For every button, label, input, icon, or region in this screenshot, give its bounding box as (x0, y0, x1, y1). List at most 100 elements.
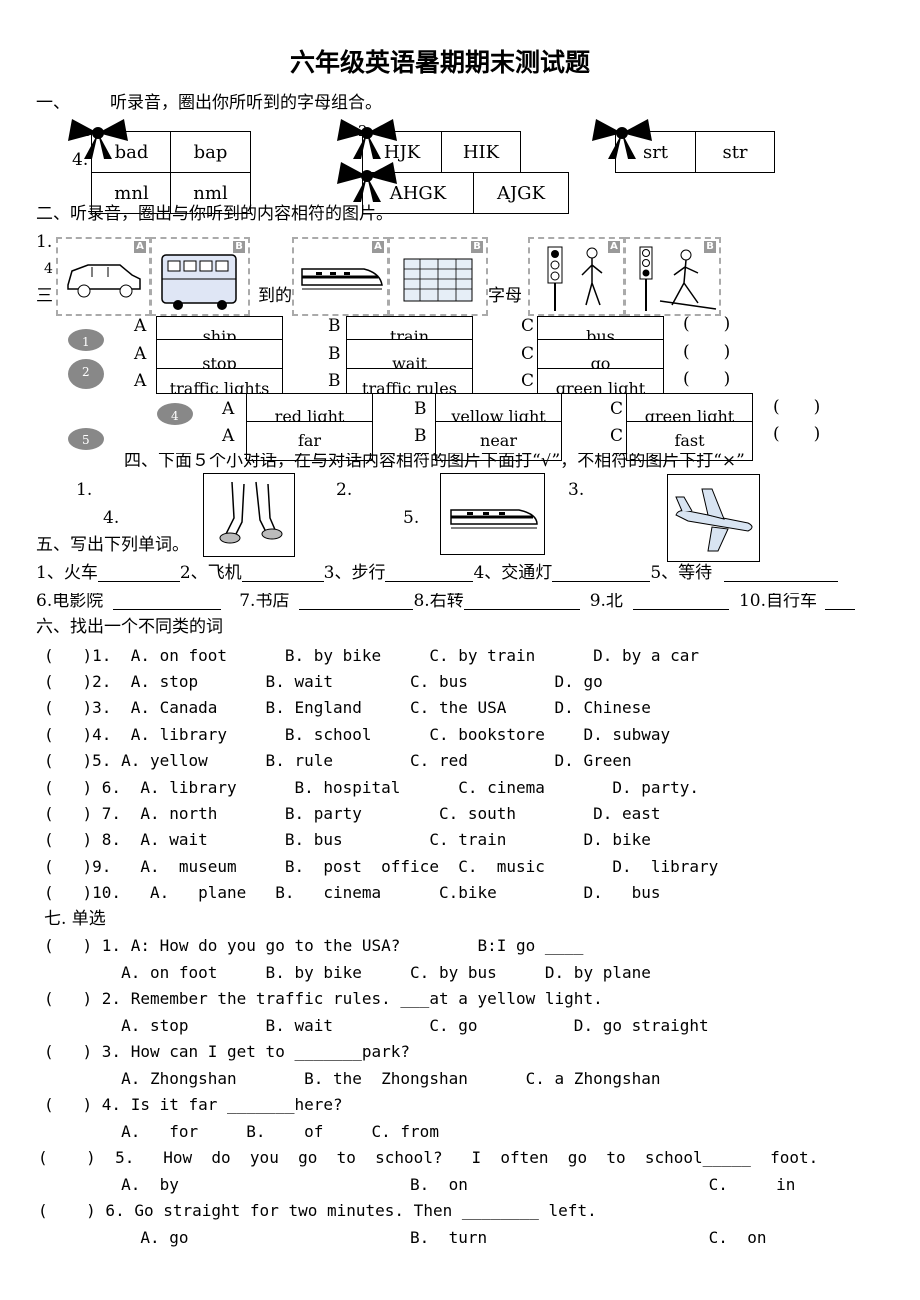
station-stamp[interactable]: B (388, 237, 488, 316)
option-letter: C (521, 371, 535, 391)
choice-question: ( ) 4. Is it far _______here? (44, 1095, 343, 1114)
section-2-q4: 4 (44, 261, 53, 277)
choice-question: ( ) 3. How can I get to _______park? (44, 1042, 411, 1061)
cloud-icon (68, 359, 104, 389)
word-box: bus (537, 316, 664, 340)
walking-feet-picture[interactable] (203, 473, 295, 557)
word-box: far (246, 421, 373, 461)
cloud-number: 1 (82, 335, 90, 349)
answer-blank[interactable] (724, 565, 839, 582)
section-3-fragment: 字母 (488, 286, 522, 306)
answer-paren[interactable]: ( ) (683, 369, 731, 389)
s4-number: 4. (103, 508, 120, 528)
answer-paren[interactable]: ( ) (683, 342, 731, 362)
option-tag: A (372, 241, 384, 253)
section-5-heading: 五、写出下列单词。 (36, 535, 189, 555)
odd-one-out-item: ( )5. A. yellow B. rule C. red D. Green (44, 751, 632, 770)
option-tag: B (471, 241, 483, 253)
bow-icon (68, 119, 128, 159)
word-box: wait (346, 339, 473, 369)
vocab-prompt: 7.书店 (239, 593, 290, 610)
odd-one-out-item: ( )3. A. Canada B. England C. the USA D.… (44, 698, 651, 717)
s4-number: 5. (403, 508, 420, 528)
answer-paren[interactable]: ( ) (773, 424, 821, 444)
section-2-heading: 二、听录音，圈出与你听到的内容相符的图片。 (36, 204, 393, 224)
q4-number: 4. (72, 150, 89, 170)
bus-stamp[interactable]: B (150, 237, 250, 316)
walking-stamp[interactable]: B (624, 237, 721, 316)
high-speed-train-icon (301, 268, 383, 290)
vocab-prompt: 9.北 (589, 593, 623, 610)
vocab-prompt: 3、步行 (323, 563, 386, 583)
choice-options: A. by B. on C. in (44, 1175, 796, 1194)
stop-light-stamp[interactable]: A (528, 237, 625, 316)
train-picture[interactable] (440, 473, 545, 555)
option-letter: C (521, 316, 535, 336)
airplane-picture[interactable] (667, 474, 760, 562)
option-letter: A (222, 399, 235, 419)
section-7-heading: 七. 单选 (44, 909, 106, 929)
section-3-fragment: 到的 (258, 286, 292, 306)
word-box: red light (246, 393, 373, 422)
option-tag: B (233, 241, 245, 253)
cloud-number: 5 (82, 433, 90, 447)
answer-blank[interactable] (385, 565, 474, 582)
choice-options: A. go B. turn C. on (44, 1228, 767, 1247)
letter-box: AJGK (473, 172, 569, 214)
word-box: go (537, 339, 664, 369)
section-6-heading: 六、找出一个不同类的词 (36, 617, 223, 637)
letter-box: str (695, 131, 775, 173)
bow-icon (337, 119, 397, 159)
option-letter: C (610, 399, 624, 419)
choice-options: A. for B. of C. from (44, 1122, 439, 1141)
option-letter: A (134, 344, 147, 364)
choice-options: A. Zhongshan B. the Zhongshan C. a Zhong… (44, 1069, 661, 1088)
section-3-heading: 三 (36, 286, 53, 306)
answer-paren[interactable]: ( ) (683, 314, 731, 334)
answer-blank[interactable] (824, 593, 855, 610)
option-letter: B (328, 344, 341, 364)
answer-blank[interactable] (113, 593, 222, 610)
answer-blank[interactable] (97, 565, 180, 582)
train-stamp[interactable]: A (292, 237, 389, 316)
letter-box: nml (170, 172, 251, 214)
section-1-heading: 一、 (36, 93, 70, 113)
traffic-light-icon (547, 246, 603, 311)
airplane-icon (675, 488, 753, 552)
answer-blank[interactable] (632, 593, 729, 610)
word-box: stop (156, 339, 283, 369)
odd-one-out-item: ( ) 6. A. library B. hospital C. cinema … (44, 778, 700, 797)
word-box: green light (537, 368, 664, 394)
option-letter: C (521, 344, 535, 364)
answer-blank[interactable] (552, 565, 651, 582)
answer-blank[interactable] (299, 593, 414, 610)
option-letter: B (328, 371, 341, 391)
choice-options: A. stop B. wait C. go D. go straight (44, 1016, 709, 1035)
option-letter: A (134, 371, 147, 391)
walking-feet-icon (219, 481, 283, 544)
word-box: train (346, 316, 473, 340)
s4-number: 1. (76, 480, 93, 500)
answer-paren[interactable]: ( ) (773, 397, 821, 417)
vocab-prompt: 2、飞机 (179, 563, 242, 583)
cloud-icon (68, 428, 104, 450)
answer-blank[interactable] (463, 593, 580, 610)
odd-one-out-item: ( ) 8. A. wait B. bus C. train D. bike (44, 830, 651, 849)
odd-one-out-item: ( )9. A. museum B. post office C. music … (44, 857, 719, 876)
double-decker-bus-icon (161, 254, 237, 310)
vocab-prompt: 6.电影院 (36, 593, 104, 610)
odd-one-out-item: ( )4. A. library B. school C. bookstore … (44, 725, 671, 744)
word-box: traffic rules (346, 368, 473, 394)
vocab-prompt: 5、等待 (650, 563, 713, 583)
s4-number: 3. (568, 480, 585, 500)
option-tag: B (704, 241, 716, 253)
odd-one-out-item: ( )10. A. plane B. cinema C.bike D. bus (44, 883, 661, 902)
answer-blank[interactable] (241, 565, 324, 582)
vocab-prompt: 4、交通灯 (473, 563, 553, 583)
option-letter: B (414, 399, 427, 419)
vocab-prompt: 8.右转 (413, 593, 464, 610)
subway-station-icon (403, 258, 473, 302)
high-speed-train-icon (450, 509, 538, 529)
car-stamp[interactable]: A (56, 237, 151, 316)
